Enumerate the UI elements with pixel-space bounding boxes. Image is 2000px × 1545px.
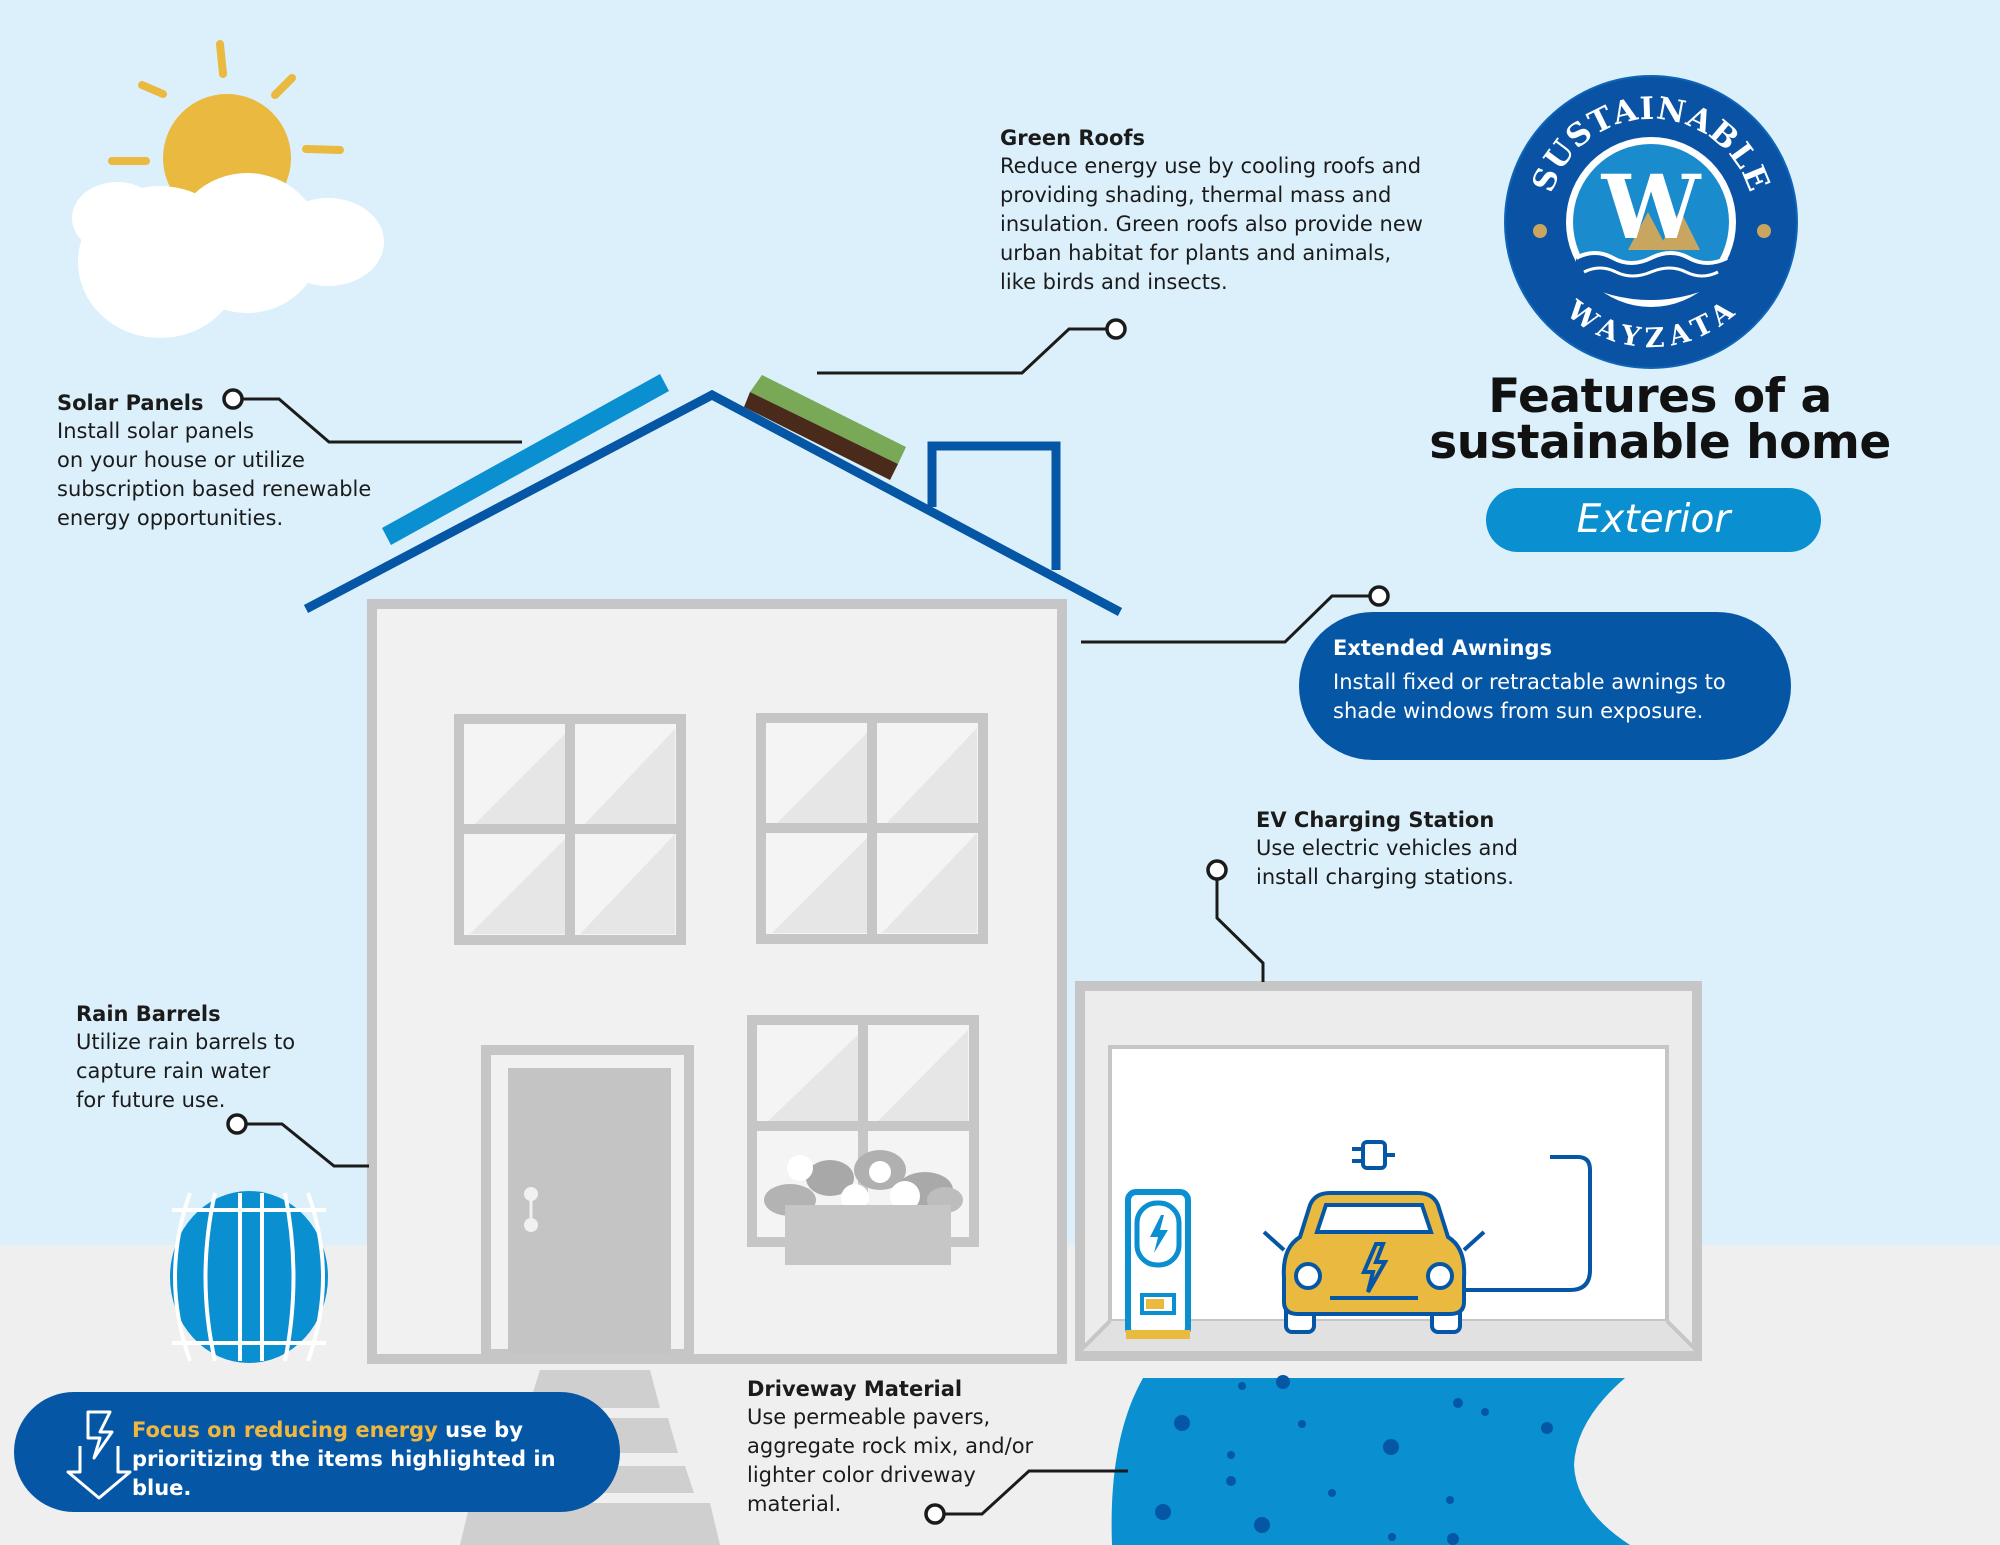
focus-highlight: Focus on reducing energy [132,1418,438,1442]
callout-title: Solar Panels [57,391,204,415]
ev-charger-icon [1125,1189,1191,1339]
callout-text: Utilize rain barrels to capture rain wat… [76,1030,296,1112]
callout-rain-barrels: Rain Barrels Utilize rain barrels to cap… [76,1000,336,1115]
green-roof [744,375,906,480]
roof-outline [303,389,1123,616]
callout-driveway-material: Driveway Material Use permeable pavers, … [747,1375,1047,1519]
solar-panel [382,374,669,545]
page-title: Features of a sustainable home [1380,369,1940,470]
title-line-2: sustainable home [1429,415,1891,470]
callout-solar-panels: Solar Panels Install solar panels on you… [57,389,397,533]
callout-ev-charging: EV Charging Station Use electric vehicle… [1256,806,1576,892]
callout-title: Green Roofs [1000,126,1146,150]
focus-rest: use by prioritizing the items highlighte… [132,1418,556,1500]
callout-text: Use permeable pavers, aggregate rock mix… [747,1405,1034,1516]
window-upper-right [756,713,988,944]
callout-title: Rain Barrels [76,1002,221,1026]
connector-dots [222,318,1390,1525]
focus-banner: Focus on reducing energy use by prioriti… [14,1392,620,1512]
callout-text: Use electric vehicles and install chargi… [1256,836,1518,889]
permeable-driveway [1111,1375,1630,1545]
callout-title: Driveway Material [747,1377,963,1401]
callout-text: Reduce energy use by cooling roofs and p… [1000,154,1423,294]
window-upper-left [454,714,686,945]
energy-down-arrow-icon [66,1410,132,1500]
electric-car-icon [1262,1140,1592,1334]
callout-extended-awnings: Extended Awnings Install fixed or retrac… [1299,612,1791,760]
focus-text: Focus on reducing energy use by prioriti… [132,1416,602,1503]
subtitle-pill: Exterior [1486,488,1821,552]
callout-title: Extended Awnings [1333,636,1553,660]
callout-green-roofs: Green Roofs Reduce energy use by cooling… [1000,124,1440,297]
callout-text: Install fixed or retractable awnings to … [1333,670,1726,723]
wayzata-seal-logo: SUSTAINABLE WAYZATA W [1504,75,1798,369]
flower-box [764,1150,963,1265]
callout-title: EV Charging Station [1256,808,1495,832]
chimney [927,441,1061,570]
connector-lines [243,327,1369,1516]
subtitle-text: Exterior [1576,497,1731,542]
callout-text: Install solar panels on your house or ut… [57,419,372,530]
rain-barrel-icon [170,1191,328,1363]
logo-letter: W [1601,155,1702,259]
cloud-icon [72,173,384,338]
title-line-1: Features of a [1488,369,1832,424]
front-door [481,1045,694,1359]
